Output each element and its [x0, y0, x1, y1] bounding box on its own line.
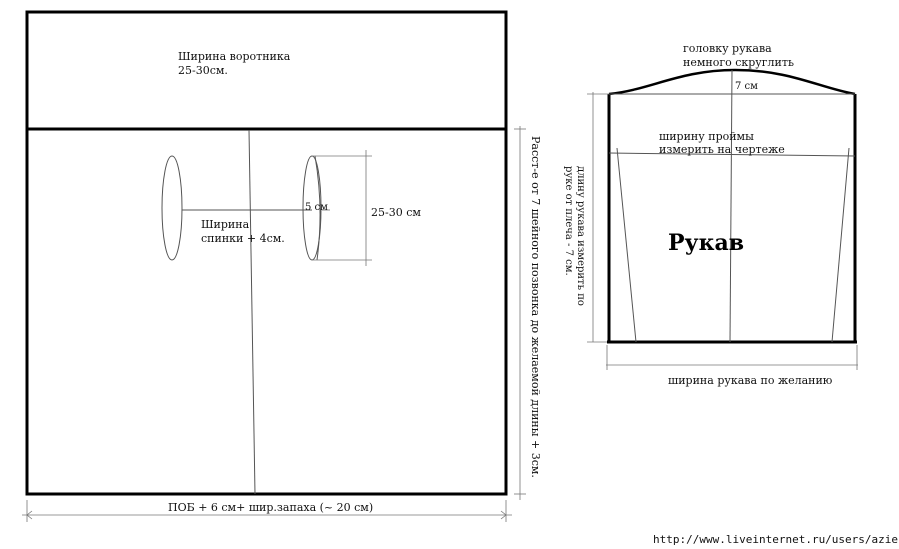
sleeve-taper-right: [831, 147, 850, 343]
bottom-width-label: ПОБ + 6 см+ шир.запаха (~ 20 см): [168, 501, 373, 514]
center-back-line: [248, 129, 256, 495]
bottom-arrow-right: [500, 510, 507, 520]
cap-height-label: 7 см: [735, 81, 758, 92]
sleeve-taper-left: [616, 147, 637, 343]
cap-note-line2: немного скруглить: [683, 56, 794, 69]
right-armhole-back: [314, 155, 321, 261]
back-pattern: Ширина воротника 25-30см. Ширина спинки …: [22, 10, 542, 522]
collar-width-value: 25-30см.: [178, 64, 228, 77]
armhole-note-line2: измерить на чертеже: [659, 143, 785, 156]
length-note: Расст-е от 7 шейного позвонка до желаемо…: [529, 136, 542, 478]
sleeve-title: Рукав: [668, 230, 744, 256]
sleeve-length-note-line2: руке от плеча - 7 см.: [563, 166, 574, 276]
sleeve-pattern: головку рукава немного скруглить 7 см ши…: [563, 42, 858, 387]
sleeve-length-note-line1: длину рукава измерить по: [575, 166, 586, 306]
sleeve-center-line: [729, 69, 733, 343]
back-outline: [25, 10, 508, 496]
armhole-note-line1: ширину проймы: [659, 130, 754, 143]
watermark-url: http://www.liveinternet.ru/users/azienda…: [653, 533, 899, 546]
armhole-offset-label: 5 см: [305, 202, 328, 213]
left-armhole-ellipse: [161, 155, 183, 261]
back-width-value: спинки + 4см.: [201, 232, 285, 245]
bottom-arrow-left: [26, 510, 33, 520]
sleeve-cap-curve: [608, 68, 856, 96]
collar-width-label: Ширина воротника: [178, 50, 291, 63]
cap-note-line1: головку рукава: [683, 42, 772, 55]
sleeve-bottom-width-label: ширина рукава по желанию: [668, 374, 833, 387]
armhole-height-label: 25-30 см: [371, 206, 421, 219]
armhole-width-line: [608, 152, 856, 157]
back-width-label: Ширина: [201, 218, 250, 231]
